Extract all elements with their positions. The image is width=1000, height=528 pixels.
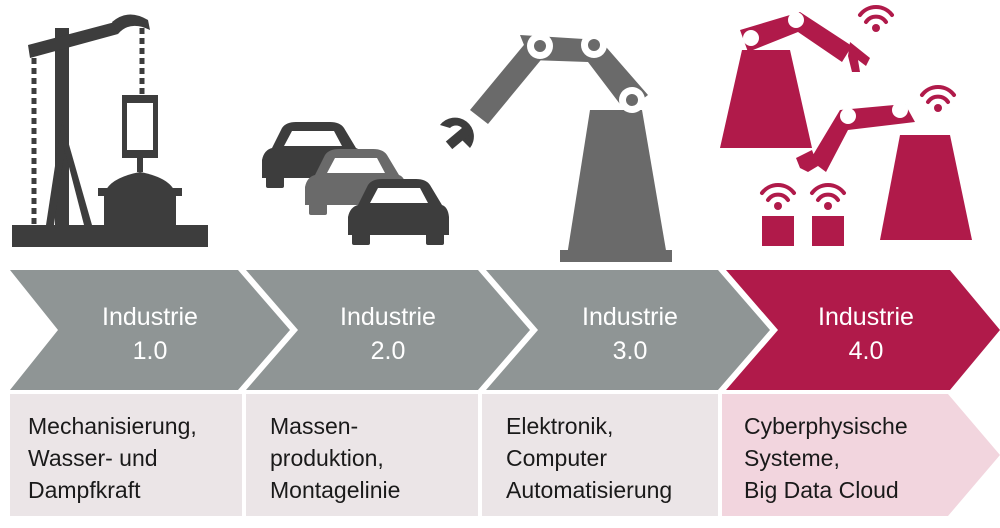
description-band [10,394,1000,516]
stage-4-line-1: Cyberphysische [744,413,908,439]
stage-2-label: Industrie 2.0 [288,300,488,368]
description-box-1 [10,394,242,516]
stage-4-description: Cyberphysische Systeme, Big Data Cloud [744,410,908,506]
stage-3-title: Industrie [582,303,678,331]
stage-4-version: 4.0 [848,337,884,365]
chevron-industry-2 [246,270,530,390]
cars-assembly-icon [262,122,449,245]
stage-2-title: Industrie [340,303,436,331]
oil-pump-icon [12,14,208,247]
stage-1-title: Industrie [102,303,198,331]
stage-1-line-3: Dampfkraft [28,477,141,503]
stage-3-line-1: Elektronik, [506,413,614,439]
stage-1-line-1: Mechanisierung, [28,413,197,439]
chevron-industry-3 [486,270,770,390]
stage-3-description: Elektronik, Computer Automatisierung [506,410,672,506]
stage-2-description: Massen- produktion, Montagelinie [270,410,400,506]
stage-4-title: Industrie [818,303,914,331]
chevron-industry-1 [10,270,290,390]
connected-robots-icon [720,5,972,246]
stage-3-version: 3.0 [612,337,648,365]
stage-4-label: Industrie 4.0 [766,300,966,368]
description-box-4 [722,394,1000,516]
stage-1-description: Mechanisierung, Wasser- und Dampfkraft [28,410,197,506]
stage-4-line-2: Systeme, [744,445,840,471]
chevron-industry-4 [726,270,1000,390]
stage-3-label: Industrie 3.0 [530,300,730,368]
stage-2-line-2: produktion, [270,445,384,471]
stage-2-version: 2.0 [370,337,406,365]
stage-1-line-2: Wasser- und [28,445,158,471]
chevron-band [10,270,1000,390]
stage-4-line-3: Big Data Cloud [744,477,899,503]
stage-3-line-3: Automatisierung [506,477,673,503]
stage-2-line-3: Montagelinie [270,477,401,503]
stage-2-line-1: Massen- [270,413,359,439]
stage-1-version: 1.0 [132,337,168,365]
stage-3-line-2: Computer [506,445,607,471]
stage-1-label: Industrie 1.0 [50,300,250,368]
description-box-3 [482,394,718,516]
description-box-2 [246,394,478,516]
robot-arm-icon [440,32,672,262]
